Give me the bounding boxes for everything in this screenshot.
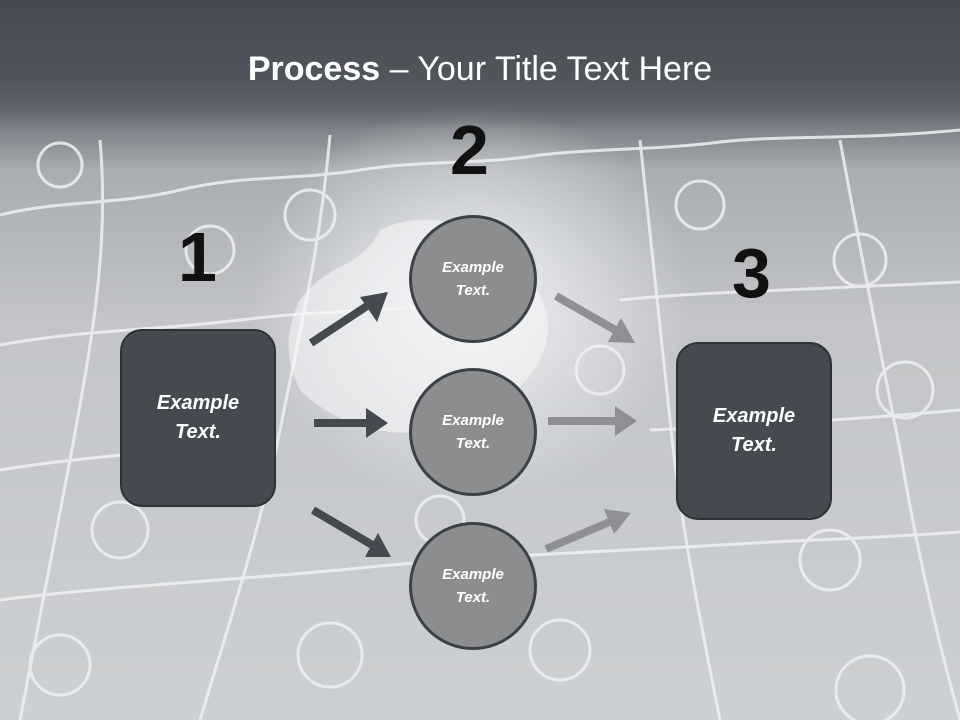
title-band [0, 0, 960, 130]
step-1-number: 1 [178, 218, 217, 296]
title-bold: Process [247, 50, 381, 88]
step-2-number: 2 [450, 111, 489, 189]
title-rest: – Your Title Text Here [380, 50, 713, 88]
step-3-text: Example Text. [712, 405, 796, 456]
step-3-box: Example Text. [676, 342, 832, 520]
step-1-text: Example Text. [156, 392, 240, 443]
step-2-circle-2-text: Example Text. [442, 412, 504, 452]
slide-title: Process – Your Title Text Here [0, 50, 960, 89]
step-2-circle-2: Example Text. [409, 368, 537, 496]
step-3-number: 3 [732, 234, 771, 312]
step-2-circle-1-text: Example Text. [442, 259, 504, 299]
step-1-box: Example Text. [120, 329, 276, 507]
step-2-circle-3-text: Example Text. [442, 566, 504, 606]
step-2-circle-1: Example Text. [409, 215, 537, 343]
step-2-circle-3: Example Text. [409, 522, 537, 650]
